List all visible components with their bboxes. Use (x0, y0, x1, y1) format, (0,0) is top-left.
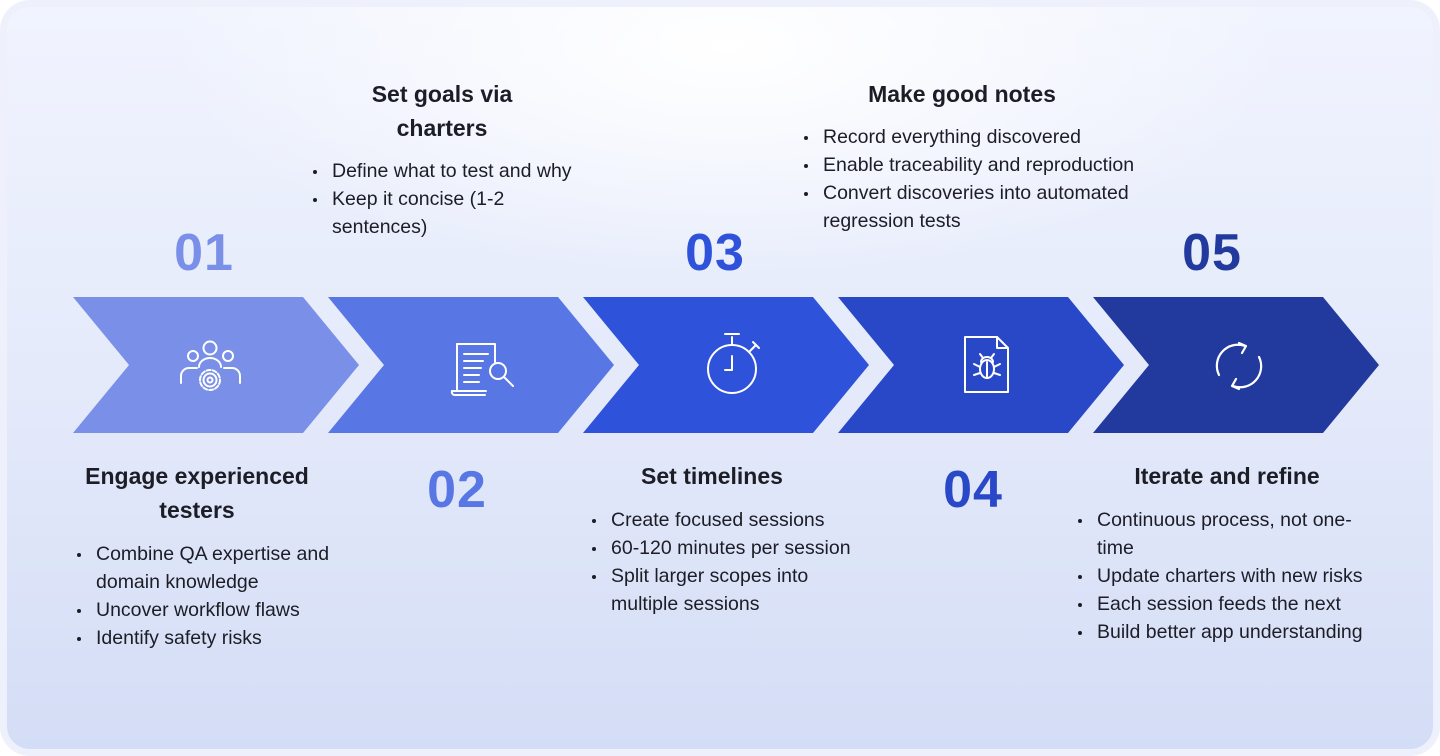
team-gear-icon (180, 340, 241, 391)
list-item: Each session feeds the next (1073, 590, 1383, 618)
list-item: Create focused sessions (587, 506, 852, 534)
step-5-points: Continuous process, not one-time Update … (1073, 506, 1383, 646)
list-item: Split larger scopes into multiple sessio… (587, 562, 852, 618)
step-5-number: 05 (1182, 224, 1242, 282)
step-4-title: Make good notes (868, 81, 1056, 107)
list-item: Continuous process, not one-time (1073, 506, 1383, 562)
list-item: Keep it concise (1-2 sentences) (308, 185, 578, 241)
list-item: Convert discoveries into automated regre… (799, 179, 1139, 235)
process-chevrons (73, 297, 1379, 433)
step-3-points: Create focused sessions 60-120 minutes p… (587, 506, 852, 618)
chevron-step-5 (1093, 297, 1379, 433)
step-1-points: Combine QA expertise and domain knowledg… (72, 540, 337, 652)
step-5-title: Iterate and refine (1134, 463, 1320, 489)
step-1-title: Engage experienced testers (85, 463, 309, 523)
step-4-points: Record everything discovered Enable trac… (799, 123, 1139, 235)
refresh-cycle-icon (1215, 341, 1263, 391)
list-item: Uncover workflow flaws (72, 596, 337, 624)
step-2-title: Set goals via charters (371, 81, 513, 141)
list-item: Update charters with new risks (1073, 562, 1383, 590)
step-3-title: Set timelines (641, 463, 783, 489)
step-4-number: 04 (943, 461, 1003, 519)
list-item: Record everything discovered (799, 123, 1139, 151)
list-item: Build better app understanding (1073, 618, 1383, 646)
list-item: 60-120 minutes per session (587, 534, 852, 562)
bug-report-icon (964, 336, 1009, 393)
list-item: Enable traceability and reproduction (799, 151, 1139, 179)
document-search-icon (450, 343, 514, 396)
step-1-number: 01 (174, 224, 234, 282)
step-2-points: Define what to test and why Keep it conc… (308, 157, 578, 241)
list-item: Combine QA expertise and domain knowledg… (72, 540, 337, 596)
step-2-number: 02 (427, 461, 487, 519)
list-item: Define what to test and why (308, 157, 578, 185)
chevron-step-2 (328, 297, 614, 433)
list-item: Identify safety risks (72, 624, 337, 652)
step-3-number: 03 (685, 224, 745, 282)
chevron-step-3 (583, 297, 869, 433)
chevron-step-1 (73, 297, 359, 433)
stopwatch-icon (707, 333, 760, 394)
